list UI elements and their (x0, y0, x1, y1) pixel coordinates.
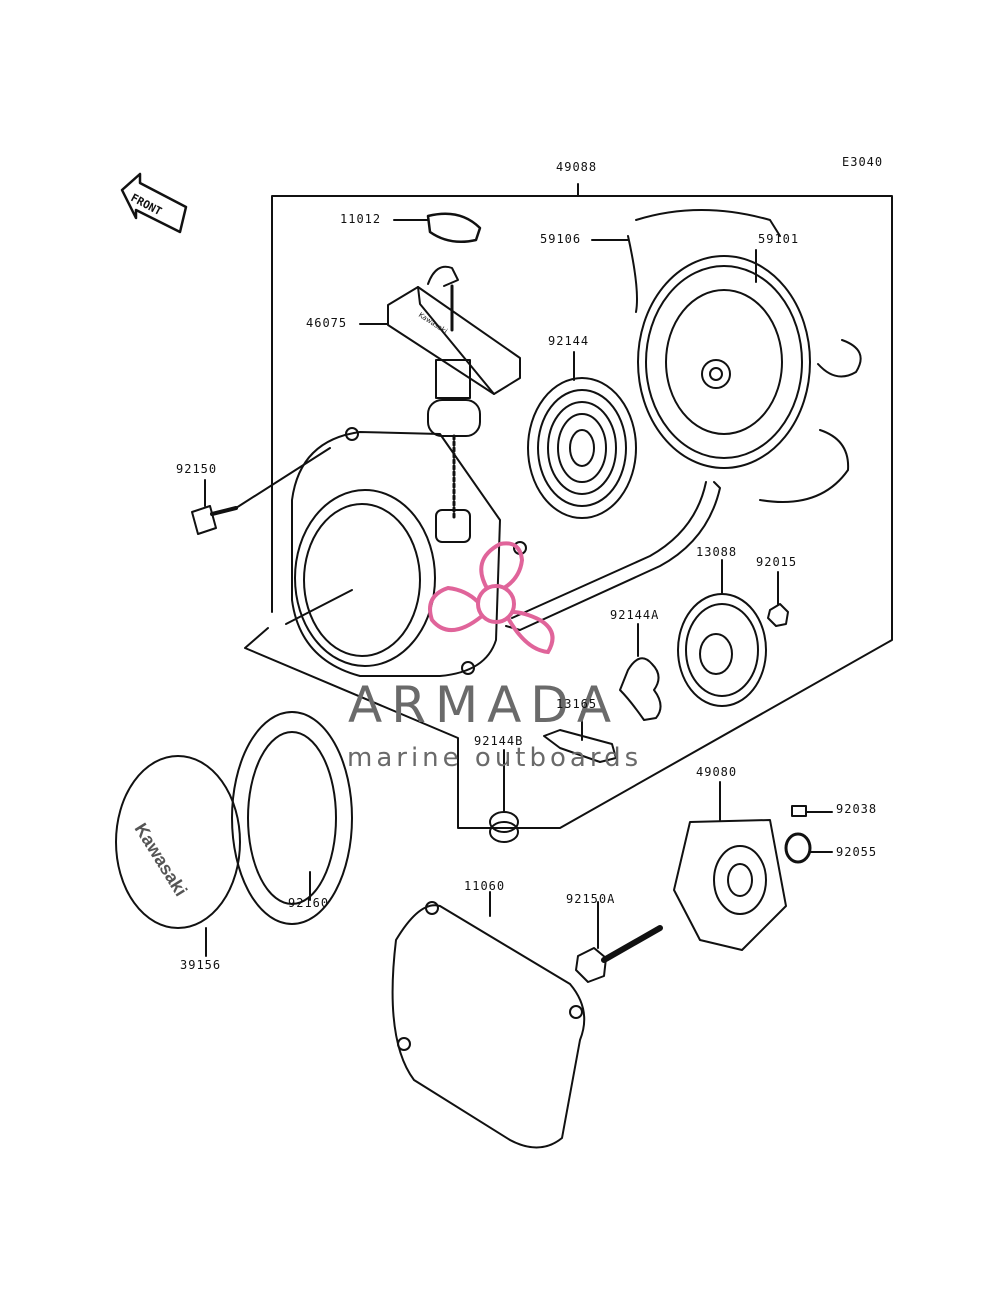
cover-brand-text: Kawasaki (131, 820, 191, 900)
part-92144B-spring (489, 749, 519, 843)
part-92038-key (791, 805, 833, 817)
part-label-92144: 92144 (548, 334, 590, 348)
part-92144-spring (527, 351, 637, 519)
part-label-39156: 39156 (180, 958, 222, 972)
part-label-59106: 59106 (540, 232, 582, 246)
part-92015-nut (767, 571, 789, 627)
part-label-49080: 49080 (696, 765, 738, 779)
watermark-title: ARMADA (348, 676, 621, 734)
part-label-46075: 46075 (306, 316, 348, 330)
part-label-92055: 92055 (836, 845, 878, 859)
part-label-92144A: 92144A (610, 608, 660, 622)
watermark-logo-icon (428, 541, 555, 655)
part-label-11012: 11012 (340, 212, 382, 226)
part-92150-bolt (191, 447, 331, 535)
diagram-code: E3040 (842, 155, 884, 169)
part-label-59101: 59101 (758, 232, 800, 246)
part-starter-rope (505, 481, 721, 631)
part-label-92144B: 92144B (474, 734, 524, 748)
part-13165-pawl (543, 711, 617, 763)
part-11012-cap (393, 212, 482, 243)
part-label-11060: 11060 (464, 879, 506, 893)
part-49080-drum (673, 781, 787, 951)
part-59106-rope (591, 209, 862, 503)
front-arrow-icon (120, 172, 188, 234)
part-11060-gasket (391, 891, 586, 1149)
part-46075-handle (359, 265, 521, 522)
part-92144A-clip (619, 623, 662, 721)
part-label-92038: 92038 (836, 802, 878, 816)
watermark-subtitle: marine outboards (347, 743, 643, 773)
part-housing (285, 427, 527, 677)
part-label-13165: 13165 (556, 697, 598, 711)
part-92160-ring (231, 711, 353, 925)
part-label-92150: 92150 (176, 462, 218, 476)
part-label-92150A: 92150A (566, 892, 616, 906)
handle-brand-text: Kawasaki (417, 311, 449, 336)
part-13088-pulley (677, 559, 767, 707)
part-label-92160: 92160 (288, 896, 330, 910)
part-label-92015: 92015 (756, 555, 798, 569)
part-39156-cover (115, 755, 241, 957)
assembly-outline (244, 183, 893, 829)
part-92150A-bolt (575, 901, 663, 983)
part-label-49088: 49088 (556, 160, 598, 174)
part-label-13088: 13088 (696, 545, 738, 559)
part-59101-reel (637, 249, 811, 469)
part-92055-ring (784, 832, 833, 864)
